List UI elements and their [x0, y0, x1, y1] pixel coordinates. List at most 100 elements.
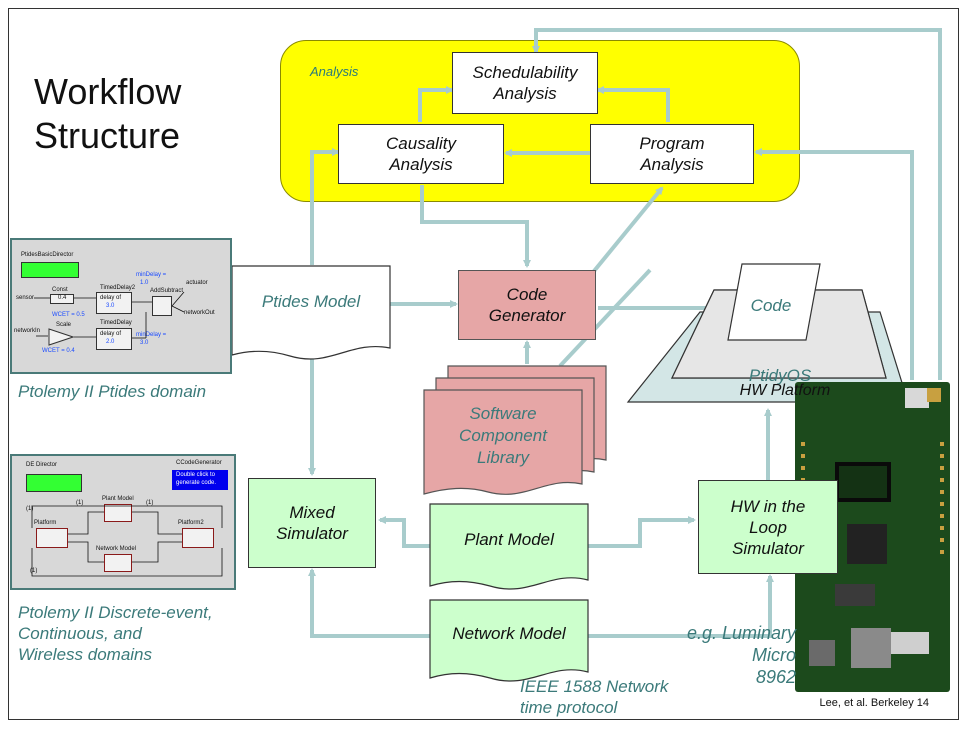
mixed-simulator-line-1: Mixed	[289, 503, 335, 522]
program-line-2: Analysis	[640, 155, 704, 174]
slide-footer: Lee, et al. Berkeley 14	[819, 697, 929, 709]
de-director-label: DE Director	[26, 462, 58, 468]
caption-de-line-2: Continuous, and	[18, 624, 142, 643]
caption-ieee: IEEE 1588 Network time protocol	[520, 676, 668, 718]
causality-line-2: Analysis	[389, 155, 453, 174]
ptides-timeddelay2-block	[96, 292, 132, 314]
hw-loop-simulator-box: HW in the Loop Simulator	[698, 480, 838, 574]
arrow-program-to-schedulability	[596, 86, 670, 122]
code-generator-box: Code Generator	[458, 270, 596, 340]
de-wires	[31, 505, 223, 577]
arrow-plant-to-mixed	[378, 516, 430, 548]
arrow-library-to-program	[558, 268, 652, 368]
de-network-block	[104, 554, 132, 572]
de-network-model: Network Model	[96, 546, 137, 552]
caption-ieee-line-2: time protocol	[520, 698, 618, 717]
ptides-networkin: networkIn	[14, 328, 41, 334]
schedulability-line-2: Analysis	[493, 84, 557, 103]
de-plant-block	[104, 504, 132, 522]
arrow-feedback-to-program	[754, 148, 914, 380]
ptides-addsubtract: AddSubtract	[150, 288, 184, 294]
title-line-2: Structure	[34, 115, 181, 156]
ptides-timeddelay: TimedDelay	[100, 320, 132, 326]
ptides-delay-val-2: 2.0	[106, 339, 115, 345]
caption-luminary-line-3: 8962	[755, 667, 796, 687]
library-line-1: Software	[469, 404, 537, 423]
ptides-model-label: Ptides Model	[261, 292, 361, 311]
ptides-addsubtract-block	[152, 296, 172, 316]
ptides-wires	[34, 291, 185, 339]
causality-line-1: Causality	[386, 134, 456, 153]
library-line-3: Library	[477, 448, 529, 467]
ptides-timeddelay2: TimedDelay2	[100, 285, 136, 291]
ptides-const: Const	[52, 287, 68, 293]
network-model-label: Network Model	[452, 624, 566, 643]
de-platform2: Platform2	[178, 520, 204, 526]
ptides-actuator: actuator	[186, 280, 208, 286]
de-codegen-button[interactable]	[172, 470, 228, 490]
code-generator-line-2: Generator	[488, 306, 566, 325]
hw-loop-line-2: Loop	[749, 517, 787, 537]
mixed-simulator-box: Mixed Simulator	[248, 478, 376, 568]
hw-platform-label: HW Platform	[739, 382, 831, 399]
ptides-mindelay-bot-val: 3.0	[140, 340, 149, 346]
de-codegen-label: CCodeGenerator	[176, 460, 222, 466]
ptides-wcet-1: WCET = 0.5	[52, 312, 85, 318]
code-generator-line-1: Code	[506, 285, 548, 304]
program-line-1: Program	[639, 134, 705, 153]
de-director-block	[26, 474, 82, 492]
arrow-network-to-mixed	[308, 568, 430, 638]
de-one-4: (1)	[30, 568, 38, 574]
de-codegen-hint-1: Double click to	[176, 472, 216, 478]
de-one-1: (1)	[26, 506, 34, 512]
schedulability-analysis-box: Schedulability Analysis	[452, 52, 598, 114]
ptides-sensor: sensor	[16, 295, 35, 301]
code-label: Code	[750, 296, 792, 315]
arrow-codegen-to-program	[588, 186, 664, 278]
caption-de-line-1: Ptolemy II Discrete-event,	[18, 603, 213, 622]
arrow-network-to-hwloop	[588, 574, 774, 638]
plant-model-label: Plant Model	[464, 530, 554, 549]
ptides-mindelay-top: minDelay =	[136, 272, 167, 278]
ptides-const-val: 0.4	[58, 295, 67, 301]
caption-ptides-domain: Ptolemy II Ptides domain	[18, 382, 207, 401]
luminary-board-image	[795, 382, 950, 692]
ptides-networkout: networkOut	[184, 310, 215, 316]
causality-analysis-box: Causality Analysis	[338, 124, 504, 184]
title-line-1: Workflow	[34, 71, 182, 112]
ptides-director-block	[21, 262, 79, 278]
ptides-delay-of-1: delay of	[100, 295, 122, 301]
ptides-delay-of-2: delay of	[100, 331, 122, 337]
analysis-label: Analysis	[310, 64, 359, 79]
ptides-delay-val-1: 3.0	[106, 303, 115, 309]
ptides-const-block	[50, 294, 74, 304]
ptidyos-label: PtidyOS	[748, 366, 812, 385]
caption-ieee-line-1: IEEE 1588 Network	[520, 677, 669, 696]
ptides-mindelay-bot: minDelay =	[136, 332, 167, 338]
de-one-3: (1)	[146, 500, 154, 506]
de-one-2: (1)	[76, 500, 84, 506]
caption-de-domains: Ptolemy II Discrete-event, Continuous, a…	[18, 602, 213, 665]
arrow-feedback-to-schedulability	[532, 28, 942, 380]
de-plant-model: Plant Model	[102, 496, 134, 502]
arrow-causality-to-schedulability	[418, 86, 454, 122]
caption-luminary: e.g. Luminary Micro 8962	[660, 622, 796, 688]
ptides-director-label: PtidesBasicDirector	[21, 252, 74, 258]
de-domain-screenshot: DE Director CCodeGenerator Double click …	[10, 454, 236, 590]
library-line-2: Component	[459, 426, 547, 445]
ptides-mindelay-top-val: 1.0	[140, 280, 149, 286]
de-codegen-hint-2: generate code.	[176, 480, 217, 486]
hw-loop-line-1: HW in the	[730, 496, 806, 516]
ptides-wcet-2: WCET = 0.4	[42, 348, 75, 354]
software-library-label: Software Component Library	[424, 398, 582, 474]
caption-luminary-line-1: e.g. Luminary	[686, 623, 796, 643]
de-platform: Platform	[34, 520, 57, 526]
arrow-causality-to-codegen	[420, 185, 531, 268]
mixed-simulator-line-2: Simulator	[276, 524, 348, 543]
de-platform-block	[36, 528, 68, 548]
caption-de-line-3: Wireless domains	[18, 645, 152, 664]
ptides-domain-screenshot: PtidesBasicDirector sensor Const 0.4 Tim…	[10, 238, 232, 374]
